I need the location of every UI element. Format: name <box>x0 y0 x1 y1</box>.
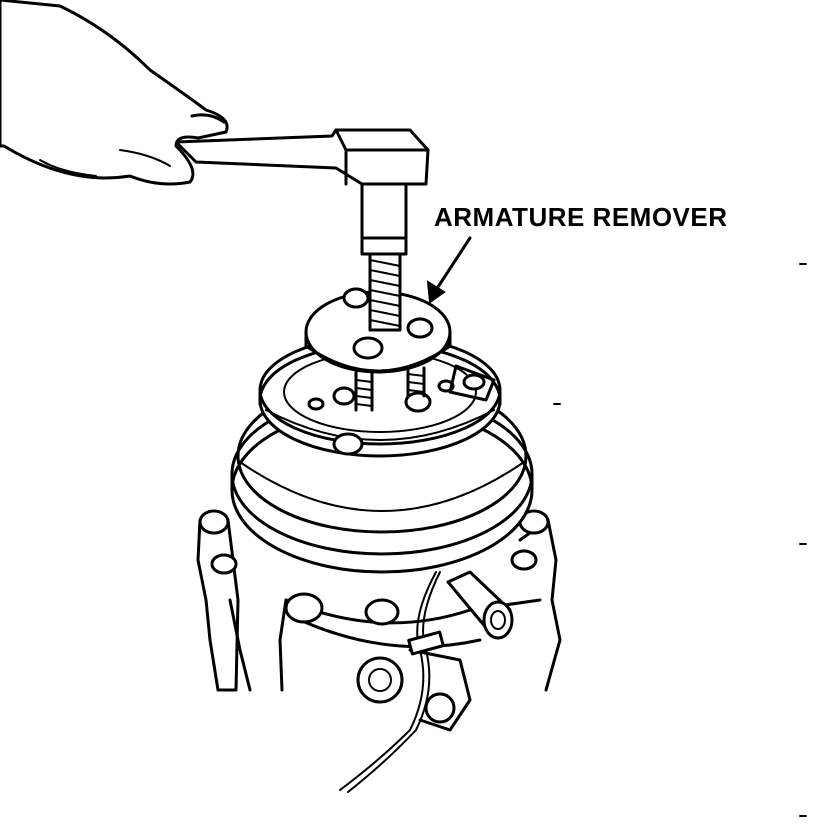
ratchet-wrench-icon <box>174 128 430 186</box>
compressor-body-icon <box>196 509 562 793</box>
armature-remover-label: ARMATURE REMOVER <box>434 202 728 232</box>
armature-remover-icon <box>304 182 452 412</box>
callout-arrow-icon <box>426 236 472 304</box>
hand-icon <box>0 0 229 186</box>
scan-specks <box>553 263 807 817</box>
